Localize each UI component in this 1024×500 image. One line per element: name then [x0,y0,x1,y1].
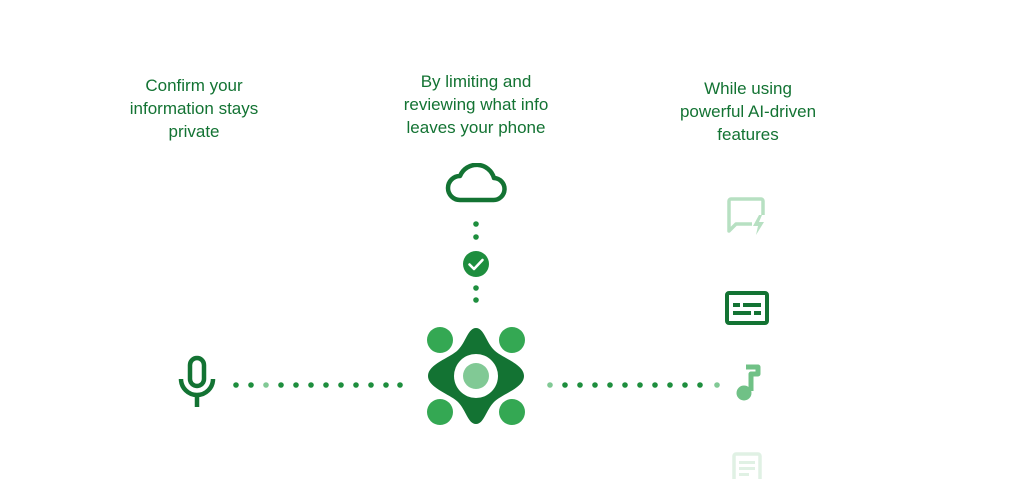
caption-line: leaves your phone [406,118,546,137]
caption-ai-features: While using powerful AI-driven features [648,77,848,146]
private-compute-core-icon [427,327,525,425]
vertical-connector-top [473,221,479,240]
microphone-icon [178,355,216,407]
caption-line: reviewing what info [403,95,549,114]
live-caption-icon [725,291,769,325]
caption-line: While using [704,79,792,98]
caption-line: powerful AI-driven [679,102,817,121]
cloud-icon [445,163,507,203]
check-circle-icon [463,251,489,277]
music-note-icon [736,364,761,401]
connector-right [547,382,720,388]
document-icon [732,452,762,479]
caption-line: information stays [129,99,259,118]
vertical-connector-bottom [473,285,479,303]
caption-confirm-private: Confirm your information stays private [94,74,294,143]
caption-line: By limiting and [420,72,532,91]
caption-line: features [717,125,779,144]
caption-line: Confirm your [145,76,243,95]
caption-limiting-info: By limiting and reviewing what info leav… [376,70,576,139]
quick-reply-icon [727,197,765,235]
caption-line: private [168,122,220,141]
connector-left [233,382,403,388]
